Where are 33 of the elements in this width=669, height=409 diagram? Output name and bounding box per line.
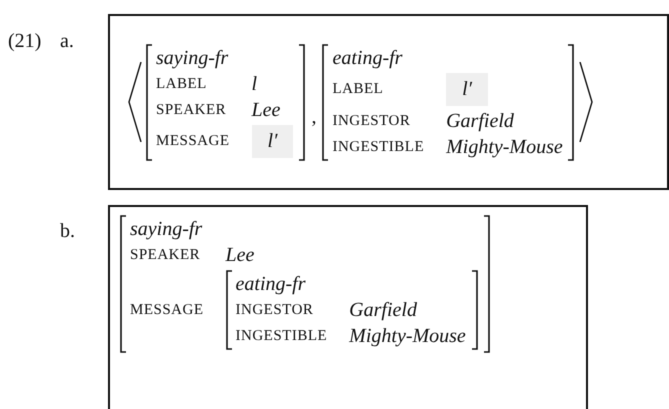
feature-name: SPEAKER <box>156 100 228 120</box>
item-letter: a. <box>60 30 74 53</box>
frame-box <box>108 14 669 190</box>
frame-box <box>108 205 588 409</box>
feature-value: Lee <box>226 244 256 266</box>
feature-value: Garfield <box>446 110 515 132</box>
frame-type: saying-fr <box>130 218 204 240</box>
frame-type: eating-fr <box>236 273 307 295</box>
feature-value: l <box>252 72 258 94</box>
attribute-value-matrix <box>120 215 490 353</box>
shaded-value: l′ <box>446 72 488 106</box>
feature-value: Garfield <box>349 299 418 321</box>
feature-name: SPEAKER <box>130 246 202 265</box>
feature-name: LABEL <box>332 80 384 99</box>
attribute-value-matrix <box>146 44 306 160</box>
frame-type: saying-fr <box>156 46 230 68</box>
feature-name: INGESTIBLE <box>236 327 328 346</box>
item-letter: b. <box>60 220 75 243</box>
feature-value: Mighty-Mouse <box>349 325 466 347</box>
feature-name: INGESTIBLE <box>332 138 424 156</box>
feature-name: INGESTOR <box>236 301 314 320</box>
example-number: (21) <box>8 30 42 53</box>
shaded-value: l′ <box>252 124 294 158</box>
frame-type: eating-fr <box>332 46 404 68</box>
feature-value: Lee <box>252 98 282 120</box>
attribute-value-matrix <box>226 270 478 350</box>
feature-name: MESSAGE <box>156 132 230 151</box>
feature-name: LABEL <box>156 74 208 94</box>
attribute-value-matrix <box>322 44 575 160</box>
feature-name: INGESTOR <box>332 112 412 130</box>
feature-name: MESSAGE <box>130 301 204 320</box>
feature-value: Mighty-Mouse <box>446 136 563 158</box>
comma: , <box>311 106 316 128</box>
